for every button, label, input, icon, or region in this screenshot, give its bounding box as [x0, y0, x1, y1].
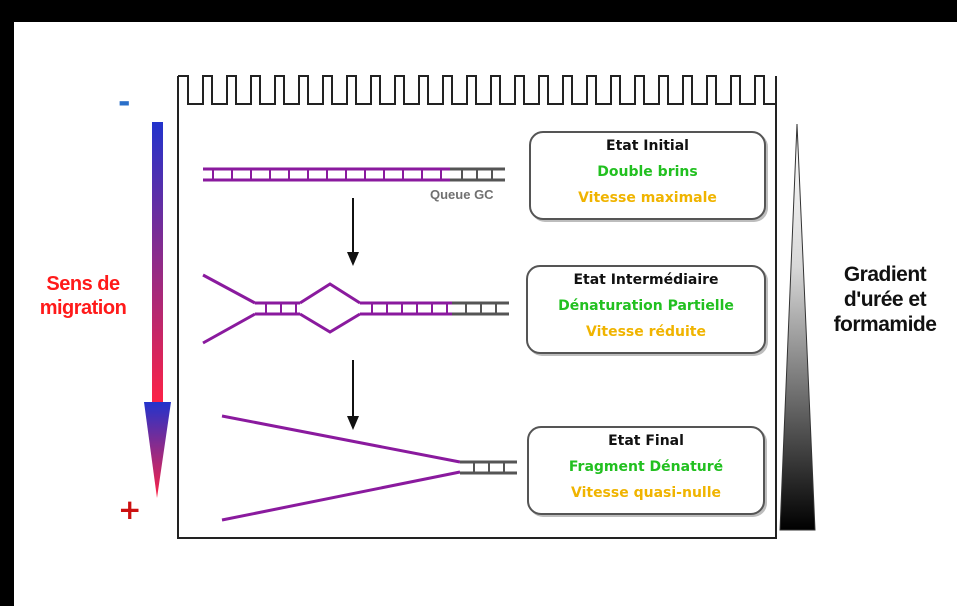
- migration-direction-label: Sens de migration: [18, 272, 148, 320]
- gc-clamp-1: [450, 167, 505, 182]
- gradient-label-line-3: formamide: [833, 313, 937, 336]
- urea-gradient-triangle: [779, 123, 816, 531]
- state-speed: Vitesse quasi-nulle: [570, 485, 721, 501]
- gel-wells-comb: [178, 75, 777, 105]
- frame-border-top: [0, 0, 957, 22]
- state-title: Etat Final: [608, 433, 684, 449]
- state-status: Fragment Dénaturé: [568, 459, 724, 475]
- dna-double-strand: [203, 167, 450, 182]
- state-status: Double brins: [597, 164, 698, 180]
- urea-gradient-label: Gradient d'urée et formamide: [818, 262, 952, 337]
- gc-clamp-3: [460, 460, 517, 475]
- gradient-label-line-1: Gradient: [843, 263, 927, 286]
- dna-partial-denaturation: [202, 273, 452, 345]
- state-title: Etat Initial: [606, 138, 689, 154]
- step-arrow-2-icon: [347, 360, 359, 430]
- gc-tail-label: Queue GC: [430, 187, 494, 202]
- migration-label-line-1: Sens de: [46, 273, 120, 295]
- state-box-final: Etat Final Fragment Dénaturé Vitesse qua…: [527, 426, 765, 515]
- gc-clamp-2: [452, 301, 509, 316]
- frame-border-left: [0, 0, 14, 606]
- state-box-initial: Etat Initial Double brins Vitesse maxima…: [529, 131, 766, 220]
- dna-denatured-fragment: [221, 414, 461, 522]
- step-arrow-1-icon: [347, 198, 359, 266]
- state-box-intermediate: Etat Intermédiaire Dénaturation Partiell…: [526, 265, 766, 354]
- negative-pole-label: -: [118, 85, 131, 120]
- gradient-label-line-2: d'urée et: [843, 288, 927, 311]
- state-title: Etat Intermédiaire: [573, 272, 719, 288]
- gel-outline: [177, 76, 777, 539]
- state-status: Dénaturation Partielle: [558, 298, 734, 314]
- positive-pole-label: +: [118, 493, 142, 526]
- state-speed: Vitesse maximale: [578, 190, 717, 206]
- migration-arrow-icon: [144, 122, 171, 498]
- state-speed: Vitesse réduite: [586, 324, 706, 340]
- migration-label-line-2: migration: [39, 297, 127, 319]
